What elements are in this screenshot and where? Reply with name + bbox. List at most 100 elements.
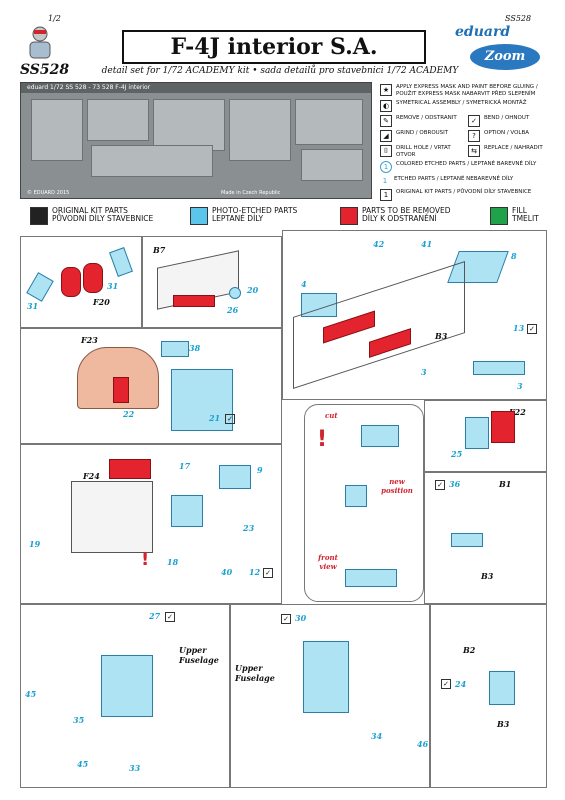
step-upper-fuselage-2: 30 ✓ Upper Fuselage 34 46 bbox=[230, 604, 430, 788]
replace-icon: ⇆ bbox=[468, 145, 480, 157]
label-b2: B2 bbox=[463, 645, 476, 655]
num-31: 31 bbox=[27, 301, 39, 311]
num-30: 30 bbox=[295, 613, 307, 623]
num-8: 8 bbox=[511, 251, 517, 261]
fret-part bbox=[229, 99, 291, 161]
bend-icon: ✓ bbox=[263, 568, 273, 578]
label-upper-fuselage: Upper Fuselage bbox=[235, 663, 275, 683]
symbol-legend: ★APPLY EXPRESS MASK AND PAINT BEFORE GLU… bbox=[380, 84, 556, 204]
page-title: F-4J interior S.A. bbox=[170, 34, 378, 60]
set-code: SS528 bbox=[20, 62, 70, 78]
fret-part bbox=[153, 99, 225, 151]
part-31 bbox=[26, 272, 54, 302]
grind-icon: ◢ bbox=[380, 130, 392, 142]
num-31: 31 bbox=[107, 281, 119, 291]
f20-remove bbox=[83, 263, 103, 293]
note-front-view: front view bbox=[318, 553, 338, 571]
bend-icon: ✓ bbox=[281, 614, 291, 624]
inset-part bbox=[345, 569, 397, 587]
subtitle: detail set for 1/72 ACADEMY kit • sada d… bbox=[101, 66, 459, 76]
num-9: 9 bbox=[257, 465, 263, 475]
step-b7: B7 20 26 bbox=[142, 236, 282, 328]
label-b7: B7 bbox=[153, 245, 166, 255]
label-b1: B1 bbox=[499, 479, 512, 489]
fret-part bbox=[31, 99, 83, 161]
etched-part-icon: 1 bbox=[382, 177, 388, 185]
part-25 bbox=[465, 417, 489, 449]
num-17: 17 bbox=[179, 461, 191, 471]
num-12: 12 bbox=[249, 567, 261, 577]
f20-remove bbox=[61, 267, 81, 297]
bend-icon: ✓ bbox=[435, 480, 445, 490]
page-number: 1/2 bbox=[48, 14, 61, 23]
bend-icon: ✓ bbox=[468, 115, 480, 127]
swatch-blue bbox=[190, 207, 208, 225]
option-icon: ? bbox=[468, 130, 480, 142]
part-23 bbox=[171, 495, 203, 527]
num-42: 42 bbox=[373, 239, 385, 249]
fret-part bbox=[301, 149, 363, 181]
part-27 bbox=[101, 655, 153, 717]
part-20 bbox=[229, 287, 241, 299]
label-f22: F22 bbox=[509, 407, 526, 417]
part-24 bbox=[489, 671, 515, 705]
colored-part-icon: 1 bbox=[380, 161, 392, 173]
part-4 bbox=[301, 293, 337, 317]
num-35: 35 bbox=[73, 715, 85, 725]
num-26: 26 bbox=[227, 305, 239, 315]
fret-part bbox=[87, 99, 149, 141]
num-22: 22 bbox=[123, 409, 135, 419]
label-f23: F23 bbox=[81, 335, 98, 345]
num-4: 4 bbox=[301, 279, 307, 289]
symmetry-icon: ◐ bbox=[380, 100, 392, 112]
f22-remove bbox=[491, 411, 515, 443]
fret-copyright: © EDUARD 2015 bbox=[27, 190, 70, 196]
num-40: 40 bbox=[221, 567, 233, 577]
num-34: 34 bbox=[371, 731, 383, 741]
fret-photo: eduard 1/72 SS 528 - 73 528 F-4J interio… bbox=[20, 82, 372, 199]
note-cut: cut bbox=[325, 411, 338, 420]
num-23: 23 bbox=[243, 523, 255, 533]
fret-made: Made in Czech Republic bbox=[221, 190, 281, 196]
fret-part bbox=[91, 145, 213, 177]
step-b3: 42 41 8 4 B3 13 ✓ 3 3 bbox=[282, 230, 547, 400]
num-24: 24 bbox=[455, 679, 467, 689]
part-30 bbox=[303, 641, 349, 713]
part-21 bbox=[171, 369, 233, 431]
detail-inset: cut ! new position front view bbox=[304, 404, 424, 602]
label-f20: F20 bbox=[93, 297, 110, 307]
step-f23: F23 38 22 21 ✓ bbox=[20, 328, 282, 444]
remove-icon: ✎ bbox=[380, 115, 392, 127]
brand-logo: eduard bbox=[455, 24, 511, 40]
inset-part bbox=[361, 425, 399, 447]
label-b3: B3 bbox=[435, 331, 448, 341]
part-38 bbox=[161, 341, 189, 357]
fret-strip: eduard 1/72 SS 528 - 73 528 F-4J interio… bbox=[21, 83, 371, 93]
num-33: 33 bbox=[129, 763, 141, 773]
swatch-black bbox=[30, 207, 48, 225]
fret-part bbox=[295, 99, 363, 145]
bend-icon: ✓ bbox=[441, 679, 451, 689]
warning-icon: ! bbox=[141, 549, 150, 570]
step-b2: B2 ✓ 24 B3 bbox=[430, 604, 547, 788]
note-new-position: new position bbox=[381, 477, 413, 495]
part-3 bbox=[473, 361, 525, 375]
num-3: 3 bbox=[517, 381, 523, 391]
label-upper-fuselage: Upper Fuselage bbox=[179, 645, 219, 665]
mask-icon: ★ bbox=[380, 84, 392, 96]
b7-remove bbox=[173, 295, 215, 307]
num-21: 21 bbox=[209, 413, 221, 423]
num-45: 45 bbox=[77, 759, 89, 769]
part-36 bbox=[451, 533, 483, 547]
num-18: 18 bbox=[167, 557, 179, 567]
label-b3: B3 bbox=[481, 571, 494, 581]
num-46: 46 bbox=[417, 739, 429, 749]
step-f20: 31 31 F20 bbox=[20, 236, 142, 328]
num-25: 25 bbox=[451, 449, 463, 459]
drill-icon: ⌷ bbox=[380, 145, 392, 157]
zoom-logo: Zoom bbox=[470, 44, 540, 70]
num-38: 38 bbox=[189, 343, 201, 353]
swatch-green bbox=[490, 207, 508, 225]
